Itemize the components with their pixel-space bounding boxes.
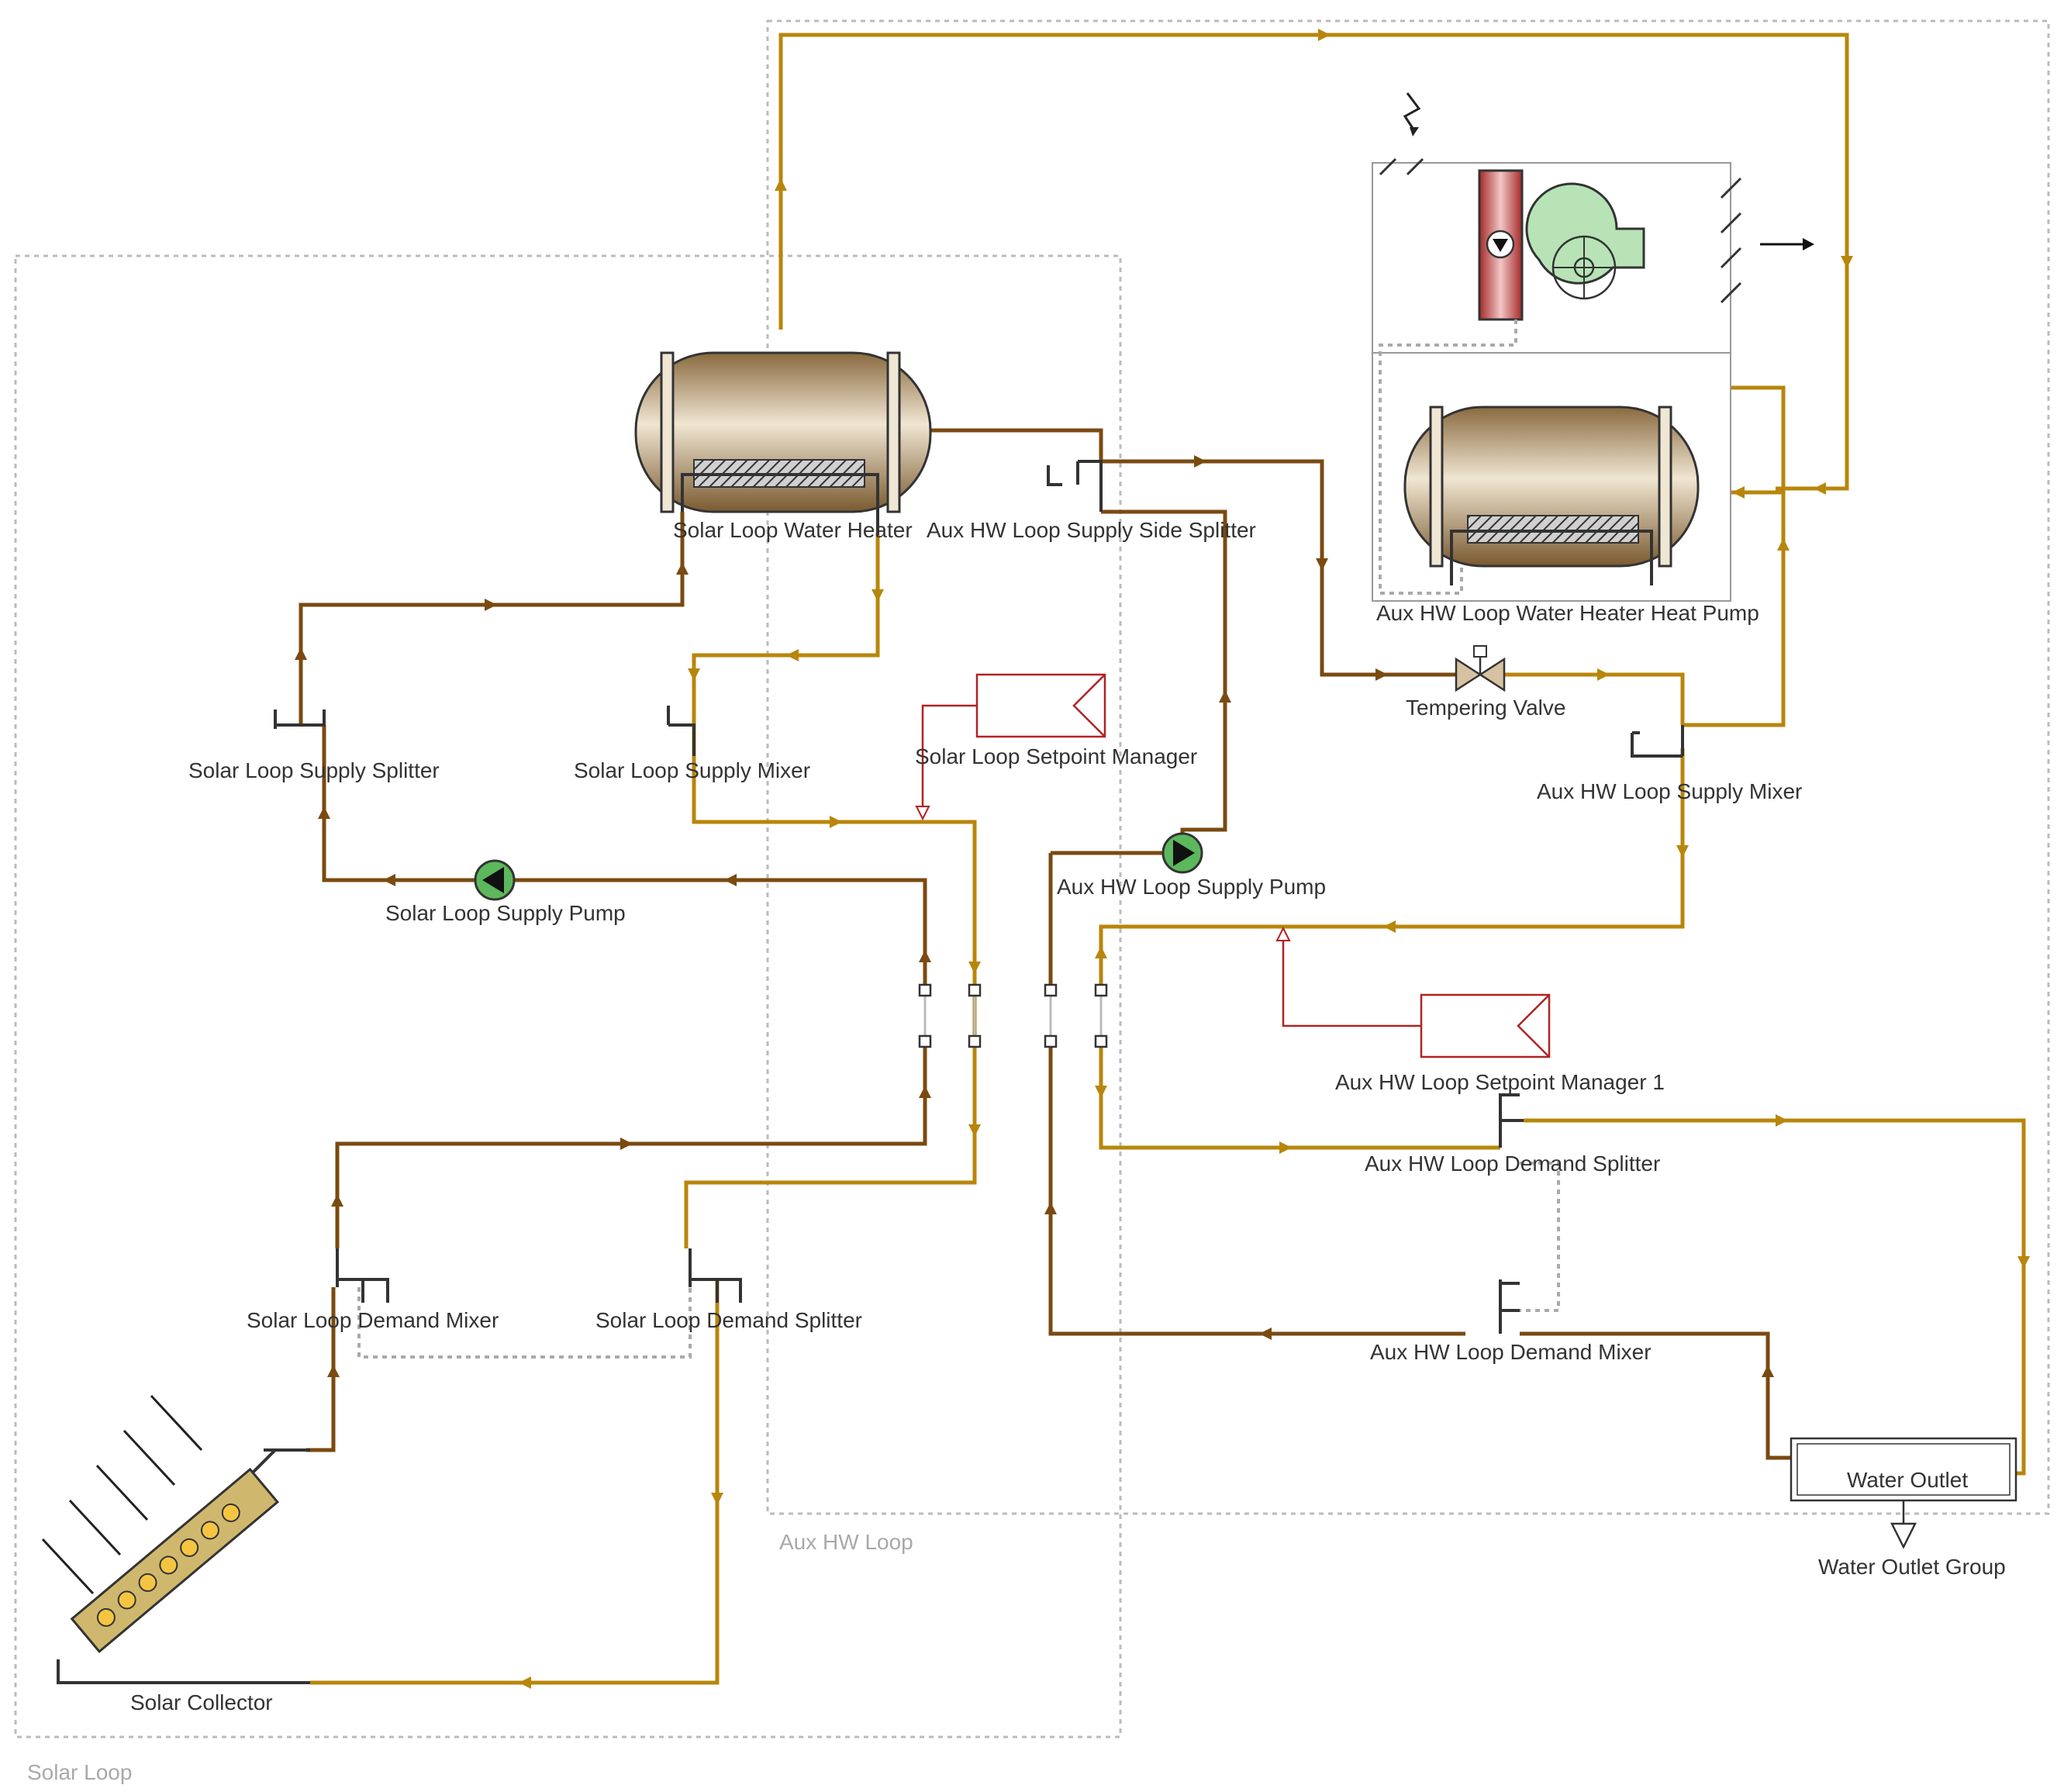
aux-hw-loop-supply-mixer-label: Aux HW Loop Supply Mixer [1537,779,1802,803]
aux-hp-water-heater-label: Aux HW Loop Water Heater Heat Pump [1376,601,1759,625]
arrow-icon [786,649,799,661]
solar-loop-supply-mixer[interactable]: Solar Loop Supply Mixer [574,706,810,782]
aux-hw-loop-demand-splitter-label: Aux HW Loop Demand Splitter [1365,1152,1660,1176]
arrow-icon [676,562,689,575]
arrow-icon [1814,482,1826,495]
solar-loop-water-heater[interactable]: Solar Loop Water Heater [634,351,932,542]
arrow-icon [519,1676,531,1689]
arrow-icon [711,1493,723,1505]
aux-hw-loop-demand-mixer-label: Aux HW Loop Demand Mixer [1370,1340,1652,1364]
arrow-icon [620,1138,633,1150]
solar-loop-demand-splitter-label: Solar Loop Demand Splitter [595,1308,862,1332]
aux-hw-loop-supply-pump[interactable]: Aux HW Loop Supply Pump [1057,832,1326,899]
aux-hw-loop-demand-splitter[interactable]: Aux HW Loop Demand Splitter [1365,1093,1660,1176]
arrow-icon [295,647,307,660]
solar-collector[interactable]: Solar Collector [41,1394,310,1714]
water-outlet-group-label: Water Outlet Group [1818,1555,2006,1579]
solar-loop-supply-splitter[interactable]: Solar Loop Supply Splitter [188,710,440,782]
arrow-icon [872,589,884,602]
lightning-icon [1403,92,1421,133]
arrow-icon [2017,1256,2030,1269]
aux-hw-loop-setpoint-manager-1-label: Aux HW Loop Setpoint Manager 1 [1335,1070,1665,1094]
arrow-icon [775,178,787,191]
arrow-icon [1676,845,1689,858]
water-outlet-label: Water Outlet [1847,1468,1968,1492]
arrow-icon [1841,256,1853,268]
solar-collector-label: Solar Collector [130,1690,273,1714]
arrow-icon [1375,668,1388,681]
solar-loop-group-box [14,254,1122,1738]
arrow-icon [1279,1141,1292,1154]
solar-loop-demand-mixer-label: Solar Loop Demand Mixer [247,1308,499,1332]
tempering-valve-label: Tempering Valve [1406,696,1565,720]
aux-hw-loop-demand-mixer[interactable]: Aux HW Loop Demand Mixer [1370,1279,1652,1364]
coil-icon [1467,515,1639,544]
flow-arrows [295,29,2030,1689]
arrow-icon [485,599,497,611]
aux-hw-loop-water-heater-heat-pump[interactable]: Aux HW Loop Water Heater Heat Pump [1372,92,1814,625]
arrow-icon [830,816,842,828]
arrow-icon [919,1086,931,1098]
arrow-icon [968,1124,981,1137]
solar-loop-supply-pump[interactable]: Solar Loop Supply Pump [385,859,626,925]
arrow-icon [1597,668,1610,681]
arrow-icon [318,806,330,819]
water-outlet[interactable]: Water Outlet Water Outlet Group [1790,1437,2017,1579]
solar-loop-supply-pump-label: Solar Loop Supply Pump [385,901,626,925]
sun-ray-icon [41,1394,203,1595]
arrow-icon [1777,538,1790,551]
arrow-icon [383,874,395,886]
arrow-icon [1219,690,1231,703]
tank-icon [634,351,932,513]
solar-loop-setpoint-manager-label: Solar Loop Setpoint Manager [915,744,1197,768]
solar-loop-group-label: Solar Loop [27,1760,132,1784]
arrow-icon [1194,455,1206,468]
aux-supply-side-splitter-label: Aux HW Loop Supply Side Splitter [927,518,1256,542]
arrow-icon [1044,1202,1057,1214]
arrow-icon [1095,1086,1107,1098]
solar-loop-demand-mixer[interactable]: Solar Loop Demand Mixer [247,1248,499,1332]
aux-hw-loop-supply-pump-label: Aux HW Loop Supply Pump [1057,875,1326,899]
solar-loop-water-heater-label: Solar Loop Water Heater [673,518,913,542]
aux-hw-loop-setpoint-manager-1[interactable]: Aux HW Loop Setpoint Manager 1 [1275,926,1665,1094]
arrow-icon [1383,920,1396,933]
aux-hw-loop-group-label: Aux HW Loop [779,1530,913,1554]
arrow-icon [919,950,931,962]
arrow-icon [1095,946,1107,958]
arrow-icon [1316,558,1328,571]
arrow-icon [1803,238,1814,250]
aux-hw-loop-pipes [927,385,2026,1476]
arrow-icon [968,962,981,974]
arrow-icon [327,1365,340,1377]
loop-connector-nodes [918,983,1108,1048]
arrow-icon [1259,1328,1272,1340]
arrow-icon [331,1194,343,1207]
arrow-icon [1762,1365,1774,1377]
solar-loop-supply-splitter-label: Solar Loop Supply Splitter [188,758,440,782]
arrow-icon [1776,1114,1788,1127]
solar-loop-demand-splitter[interactable]: Solar Loop Demand Splitter [595,1248,862,1332]
aux-hw-loop-supply-side-splitter[interactable]: Aux HW Loop Supply Side Splitter [927,460,1256,542]
arrow-icon [724,874,737,886]
tempering-valve[interactable]: Tempering Valve [1406,645,1565,720]
arrow-icon [1732,486,1745,499]
fan-icon [1525,182,1645,300]
arrow-icon [1318,29,1331,41]
solar-loop-setpoint-manager[interactable]: Solar Loop Setpoint Manager [915,673,1197,821]
arrow-icon [688,668,700,681]
solar-loop-supply-mixer-label: Solar Loop Supply Mixer [574,758,810,782]
aux-hw-loop-supply-mixer[interactable]: Aux HW Loop Supply Mixer [1537,725,1802,803]
